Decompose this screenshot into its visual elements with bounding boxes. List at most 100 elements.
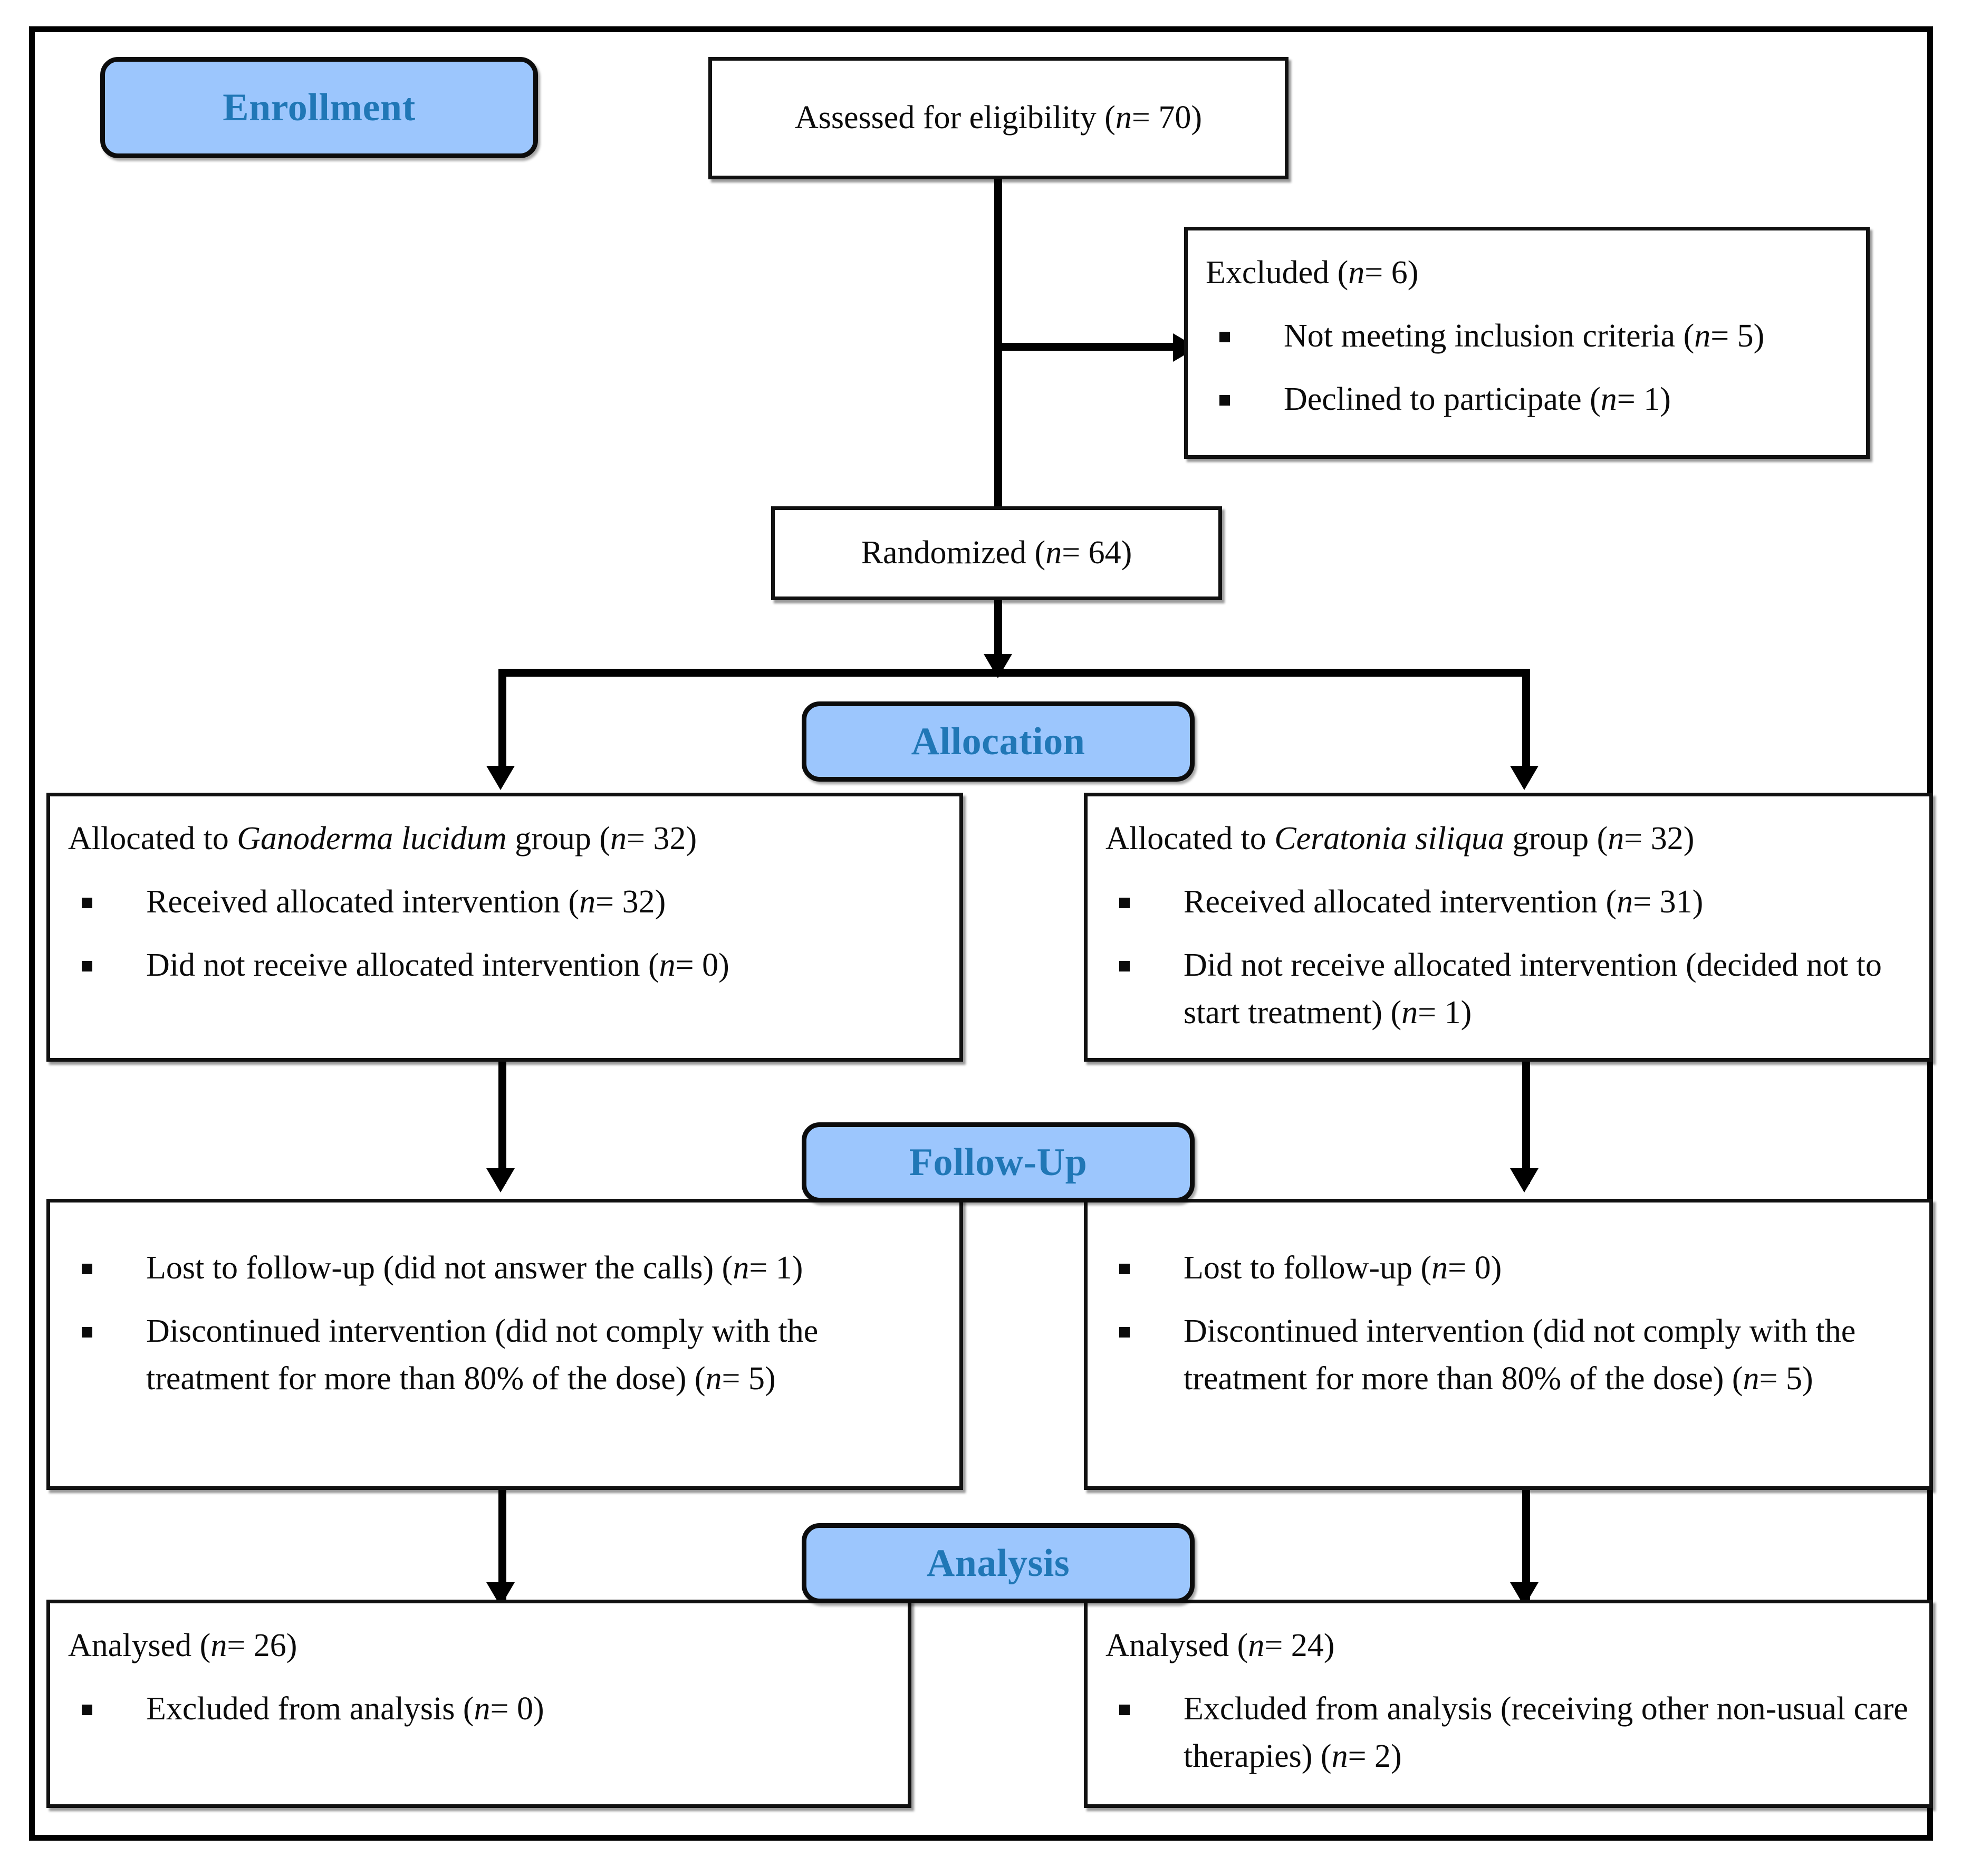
alloc-left-species: Ganoderma lucidum (237, 821, 507, 857)
list-item: Received allocated intervention (n= 31) (1105, 879, 1911, 926)
list-item: Not meeting inclusion criteria (n= 5) (1206, 313, 1848, 360)
bullet-text-pre: Excluded from analysis ( (146, 1690, 474, 1727)
node-randomized-inner: Randomized (n= 64) (775, 510, 1218, 597)
excluded-title-pre: Excluded ( (1206, 255, 1349, 291)
bullet-n-italic: n (1694, 318, 1711, 354)
node-allocated-right: Allocated to Ceratonia siliqua group (n=… (1084, 793, 1933, 1062)
alloc-left-title-pre: Allocated to (68, 821, 237, 857)
node-excluded: Excluded ( n = 6) Not meeting inclusion cr… (1184, 227, 1870, 459)
connector-assessed-to-randomized (994, 179, 1002, 527)
bullet-text-post: = 0) (1448, 1250, 1502, 1286)
connector-followup-to-analysis-right (1522, 1490, 1530, 1601)
node-assessed-for-eligibility-text: Assessed for eligibility (n= 70) (795, 94, 1202, 142)
arrow-down-followup-left (486, 1168, 515, 1192)
bullet-text-post: = 1) (1617, 381, 1671, 417)
node-followup-right: Lost to follow-up (n= 0) Discontinued in… (1084, 1199, 1933, 1490)
randomized-pre: Randomized ( (861, 535, 1046, 571)
list-item: Excluded from analysis (receiving other … (1105, 1686, 1911, 1781)
node-allocated-left: Allocated to Ganoderma lucidum group (n=… (46, 793, 963, 1062)
randomized-n-italic: n (1045, 535, 1062, 571)
bullet-n-italic: n (1617, 883, 1633, 920)
stage-label-followup-text: Follow-Up (909, 1141, 1088, 1184)
alloc-left-title-post: = 32) (626, 821, 697, 857)
connector-to-excluded-line (994, 343, 1176, 351)
bullet-text-pre: Discontinued intervention (did not compl… (146, 1313, 819, 1397)
node-analysed-left: Analysed (n= 26) Excluded from analysis … (46, 1600, 911, 1808)
arrow-down-randomized (984, 654, 1012, 678)
bullet-text-pre: Not meeting inclusion criteria ( (1284, 318, 1695, 354)
bullet-n-italic: n (579, 883, 596, 920)
excluded-title-post: = 6) (1364, 255, 1419, 291)
analysed-right-title-pre: Analysed ( (1105, 1628, 1248, 1663)
assessed-label: Assessed for eligibility ( (795, 100, 1116, 136)
bullet-text-pre: Excluded from analysis (receiving other … (1184, 1690, 1908, 1774)
node-randomized-text: Randomized (n= 64) (861, 530, 1132, 577)
node-analysed-left-bullet-list: Excluded from analysis (n= 0) (68, 1686, 890, 1733)
bullet-text-post: = 2) (1348, 1738, 1402, 1774)
analysed-left-title-n-italic: n (210, 1628, 227, 1663)
bullet-text-post: = 32) (595, 883, 666, 920)
connector-alloc-to-followup-left (498, 1062, 506, 1184)
list-item: Declined to participate (n= 1) (1206, 376, 1848, 424)
list-item: Lost to follow-up (n= 0) (1105, 1245, 1911, 1292)
analysed-left-title-post: = 26) (227, 1628, 297, 1663)
alloc-right-title-mid: group ( (1504, 821, 1608, 857)
node-randomized: Randomized (n= 64) (771, 506, 1222, 600)
analysed-right-title-n-italic: n (1248, 1628, 1265, 1663)
bullet-n-italic: n (1743, 1360, 1760, 1397)
node-analysed-right-bullet-list: Excluded from analysis (receiving other … (1105, 1686, 1911, 1781)
node-followup-left-bullet-list: Lost to follow-up (did not answer the ca… (68, 1245, 941, 1403)
bullet-n-italic: n (705, 1360, 722, 1397)
node-allocated-left-bullet-list: Received allocated intervention (n= 32) … (68, 879, 941, 989)
list-item: Lost to follow-up (did not answer the ca… (68, 1245, 941, 1292)
connector-randomized-down (994, 600, 1002, 669)
stage-label-enrollment-text: Enrollment (223, 86, 416, 129)
node-allocated-right-title: Allocated to Ceratonia siliqua group (n=… (1105, 815, 1911, 863)
bullet-text-pre: Declined to participate ( (1284, 381, 1601, 417)
connector-allocation-split-bar (498, 669, 1527, 677)
bullet-text-pre: Did not receive allocated intervention ( (146, 947, 659, 983)
bullet-text-post: = 0) (675, 947, 729, 983)
bullet-text-post: = 1) (749, 1250, 803, 1286)
connector-allocation-left-drop (498, 669, 506, 781)
stage-label-allocation-text: Allocation (911, 720, 1085, 763)
connector-followup-to-analysis-left (498, 1490, 506, 1601)
node-followup-left-inner: Lost to follow-up (did not answer the ca… (50, 1202, 959, 1413)
stage-label-followup: Follow-Up (802, 1122, 1195, 1202)
randomized-post: = 64) (1062, 535, 1132, 571)
bullet-text-pre: Discontinued intervention (did not compl… (1184, 1313, 1856, 1397)
alloc-left-title-mid: group ( (506, 821, 610, 857)
list-item: Excluded from analysis (n= 0) (68, 1686, 890, 1733)
bullet-n-italic: n (1600, 381, 1617, 417)
stage-label-allocation: Allocation (802, 701, 1195, 782)
list-item: Received allocated intervention (n= 32) (68, 879, 941, 926)
bullet-text-pre: Lost to follow-up ( (1184, 1250, 1432, 1286)
node-analysed-left-inner: Analysed (n= 26) Excluded from analysis … (50, 1603, 908, 1744)
stage-label-analysis: Analysis (802, 1523, 1195, 1603)
list-item: Discontinued intervention (did not compl… (1105, 1308, 1911, 1403)
arrow-down-allocation-left (486, 766, 515, 790)
bullet-n-italic: n (1401, 994, 1418, 1031)
bullet-text-post: = 5) (1759, 1360, 1813, 1397)
list-item: Discontinued intervention (did not compl… (68, 1308, 941, 1403)
node-analysed-right-inner: Analysed (n= 24) Excluded from analysis … (1088, 1603, 1929, 1791)
bullet-text-pre: Lost to follow-up (did not answer the ca… (146, 1250, 733, 1286)
bullet-text-post: = 31) (1633, 883, 1704, 920)
node-allocated-right-bullet-list: Received allocated intervention (n= 31) … (1105, 879, 1911, 1037)
stage-label-analysis-text: Analysis (926, 1542, 1070, 1585)
node-followup-right-inner: Lost to follow-up (n= 0) Discontinued in… (1088, 1202, 1929, 1413)
bullet-text-pre: Received allocated intervention ( (1184, 883, 1617, 920)
assessed-value: = 70) (1131, 100, 1202, 136)
node-followup-right-bullet-list: Lost to follow-up (n= 0) Discontinued in… (1105, 1245, 1911, 1403)
node-assessed-for-eligibility-inner: Assessed for eligibility (n= 70) (712, 61, 1285, 176)
analysed-left-title-pre: Analysed ( (68, 1628, 211, 1663)
bullet-n-italic: n (1431, 1250, 1448, 1286)
alloc-left-title-n-italic: n (610, 821, 627, 857)
analysed-right-title-post: = 24) (1264, 1628, 1335, 1663)
connector-allocation-right-drop (1522, 669, 1530, 781)
bullet-text-post: = 1) (1418, 994, 1472, 1031)
node-excluded-bullet-list: Not meeting inclusion criteria (n= 5) De… (1206, 313, 1848, 424)
alloc-right-title-pre: Allocated to (1105, 821, 1275, 857)
node-analysed-left-title: Analysed (n= 26) (68, 1622, 890, 1670)
